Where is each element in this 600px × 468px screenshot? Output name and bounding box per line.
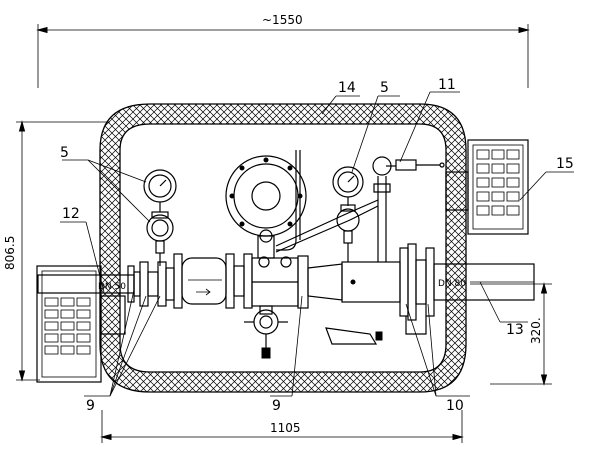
insulated-cabinet <box>99 103 467 393</box>
overall-width-label: ~1550 <box>262 13 303 27</box>
pressure-gauge-outlet-upper <box>332 166 364 206</box>
overall-width-dimension: ~1550 <box>36 13 530 88</box>
callout-14: 14 <box>338 80 356 96</box>
inlet-pipe-label: DN 50 <box>98 282 126 292</box>
callout-15: 15 <box>556 156 574 172</box>
height-label: 806.5 <box>3 236 17 270</box>
outlet-pipe-label: DN 80 <box>438 279 466 289</box>
pipe-height-label: 320. <box>529 317 543 344</box>
filter-valve-body <box>173 253 253 309</box>
pressure-gauge-outlet-lower <box>336 204 360 262</box>
callout-10: 10 <box>446 398 464 414</box>
gas-regulator <box>225 150 309 359</box>
callout-13: 13 <box>506 322 524 338</box>
callout-5-left: 5 <box>60 145 69 161</box>
outlet-pipe: DN 80 <box>307 243 535 321</box>
pipe-height-dimension: 320. <box>470 282 552 386</box>
relief-line <box>275 156 445 262</box>
height-dimension: 806.5 <box>3 120 110 382</box>
pipe-length-label: 1105 <box>270 421 301 435</box>
pipe-length-dimension: 1105 <box>100 410 464 443</box>
callout-12: 12 <box>62 206 80 222</box>
callout-leaders <box>60 91 574 397</box>
callout-11: 11 <box>438 77 456 93</box>
callout-9-left: 9 <box>86 398 95 414</box>
right-heater-panel <box>445 139 529 235</box>
callout-5-top: 5 <box>380 80 389 96</box>
callout-numbers: 5 5 12 14 11 15 13 9 9 10 <box>60 77 574 414</box>
pressure-gauge-inlet-lower <box>146 211 174 266</box>
pressure-gauge-inlet-upper <box>143 169 177 212</box>
left-heater-panel <box>36 265 126 383</box>
callout-9-mid: 9 <box>272 398 281 414</box>
inlet-pipe: DN 50 <box>37 261 175 307</box>
